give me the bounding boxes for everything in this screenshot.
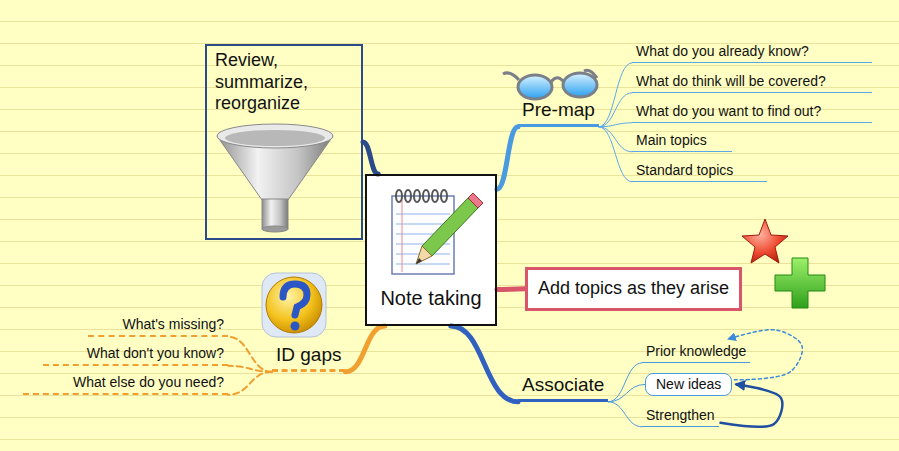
sub-branch bbox=[228, 372, 272, 395]
main-topic: Associate bbox=[518, 374, 608, 402]
central-topic: Note taking bbox=[365, 174, 497, 326]
sub-branch bbox=[608, 384, 645, 401]
star-plus-icon bbox=[775, 258, 825, 308]
main-topic-box: Review, summarize, reorganize bbox=[205, 44, 363, 240]
topic-label: What do you already know? bbox=[636, 43, 868, 60]
main-topic: Pre-map bbox=[518, 99, 599, 127]
notepad-icon bbox=[441, 190, 447, 202]
branch bbox=[345, 326, 384, 372]
subtopic: What do think will be covered? bbox=[632, 73, 872, 93]
question-icon bbox=[266, 277, 322, 333]
notepad-icon bbox=[396, 214, 450, 215]
question-icon bbox=[291, 322, 300, 331]
main-topic-box: Add topics as they arise bbox=[525, 267, 742, 311]
center-box-fill bbox=[365, 174, 497, 326]
subtopic: What do you want to find out? bbox=[632, 103, 872, 123]
sub-branch bbox=[608, 363, 642, 402]
sub-branch bbox=[599, 63, 632, 127]
topic-label: Strengthen bbox=[646, 407, 715, 424]
funnel-icon bbox=[217, 124, 333, 232]
notepad-icon bbox=[396, 190, 402, 202]
notepad-icon bbox=[423, 190, 429, 202]
notepad-icon bbox=[396, 224, 450, 225]
notepad-icon bbox=[402, 200, 403, 272]
branch bbox=[363, 142, 378, 174]
topic-label: What else do you need? bbox=[27, 374, 224, 391]
sub-branch bbox=[228, 366, 272, 372]
branch bbox=[451, 326, 518, 402]
subtopic-box: New ideas bbox=[645, 373, 732, 396]
subtopic: What don't you know? bbox=[43, 345, 228, 366]
notepad-icon bbox=[414, 190, 420, 202]
notepad-icon bbox=[422, 198, 478, 256]
glasses-icon bbox=[503, 70, 597, 99]
topic-label: New ideas bbox=[656, 376, 721, 393]
topic-label: Note taking bbox=[380, 286, 481, 310]
topic-label: Review, summarize, reorganize bbox=[215, 50, 343, 115]
branch bbox=[497, 127, 518, 189]
sub-branch bbox=[599, 123, 632, 127]
topic-label: Prior knowledge bbox=[646, 343, 746, 360]
topic-label: Standard topics bbox=[636, 162, 763, 179]
sub-branch bbox=[608, 402, 642, 427]
funnel-icon bbox=[225, 130, 325, 146]
subtopic: Main topics bbox=[632, 132, 732, 152]
topic-label: Associate bbox=[522, 374, 604, 397]
question-icon bbox=[262, 273, 326, 337]
topic-label: Main topics bbox=[636, 132, 728, 149]
subtopic: Standard topics bbox=[632, 162, 767, 182]
question-icon bbox=[283, 284, 307, 315]
glasses-icon bbox=[563, 73, 597, 97]
glasses-icon bbox=[503, 73, 519, 80]
notepad-icon bbox=[396, 190, 447, 202]
topic-label: What don't you know? bbox=[47, 345, 224, 362]
question-icon bbox=[262, 273, 326, 337]
notepad-icon bbox=[468, 193, 483, 208]
topic-label: What do think will be covered? bbox=[636, 73, 868, 90]
funnel-icon bbox=[217, 124, 333, 148]
sub-branch bbox=[599, 127, 632, 152]
star-plus-icon bbox=[742, 219, 788, 263]
funnel-icon bbox=[262, 226, 288, 232]
topic-label: ID gaps bbox=[276, 344, 341, 367]
glasses-icon bbox=[518, 75, 552, 99]
branch bbox=[497, 286, 525, 292]
subtopic: What do you already know? bbox=[632, 43, 872, 63]
funnel-icon bbox=[262, 199, 288, 229]
glasses-icon bbox=[551, 78, 563, 82]
sub-branch bbox=[599, 93, 632, 127]
notepad-icon bbox=[396, 264, 450, 265]
notepad-icon bbox=[416, 258, 422, 264]
notepad-icon bbox=[405, 190, 411, 202]
topic-label: Add topics as they arise bbox=[538, 278, 729, 300]
sub-branch bbox=[228, 337, 272, 372]
subtopic: Strengthen bbox=[642, 407, 719, 427]
main-topic: ID gaps bbox=[272, 344, 345, 372]
sub-branch bbox=[599, 127, 632, 182]
notepad-icon bbox=[432, 190, 438, 202]
subtopic: Prior knowledge bbox=[642, 343, 750, 363]
subtopic: What's missing? bbox=[88, 316, 228, 337]
topic-label: What do you want to find out? bbox=[636, 103, 868, 120]
topic-label: Pre-map bbox=[522, 99, 595, 122]
topic-label: What's missing? bbox=[92, 316, 224, 333]
notepad-icon bbox=[416, 246, 432, 264]
subtopic: What else do you need? bbox=[23, 374, 228, 395]
notepad-icon bbox=[392, 190, 483, 274]
star-plus-icon bbox=[742, 219, 825, 308]
